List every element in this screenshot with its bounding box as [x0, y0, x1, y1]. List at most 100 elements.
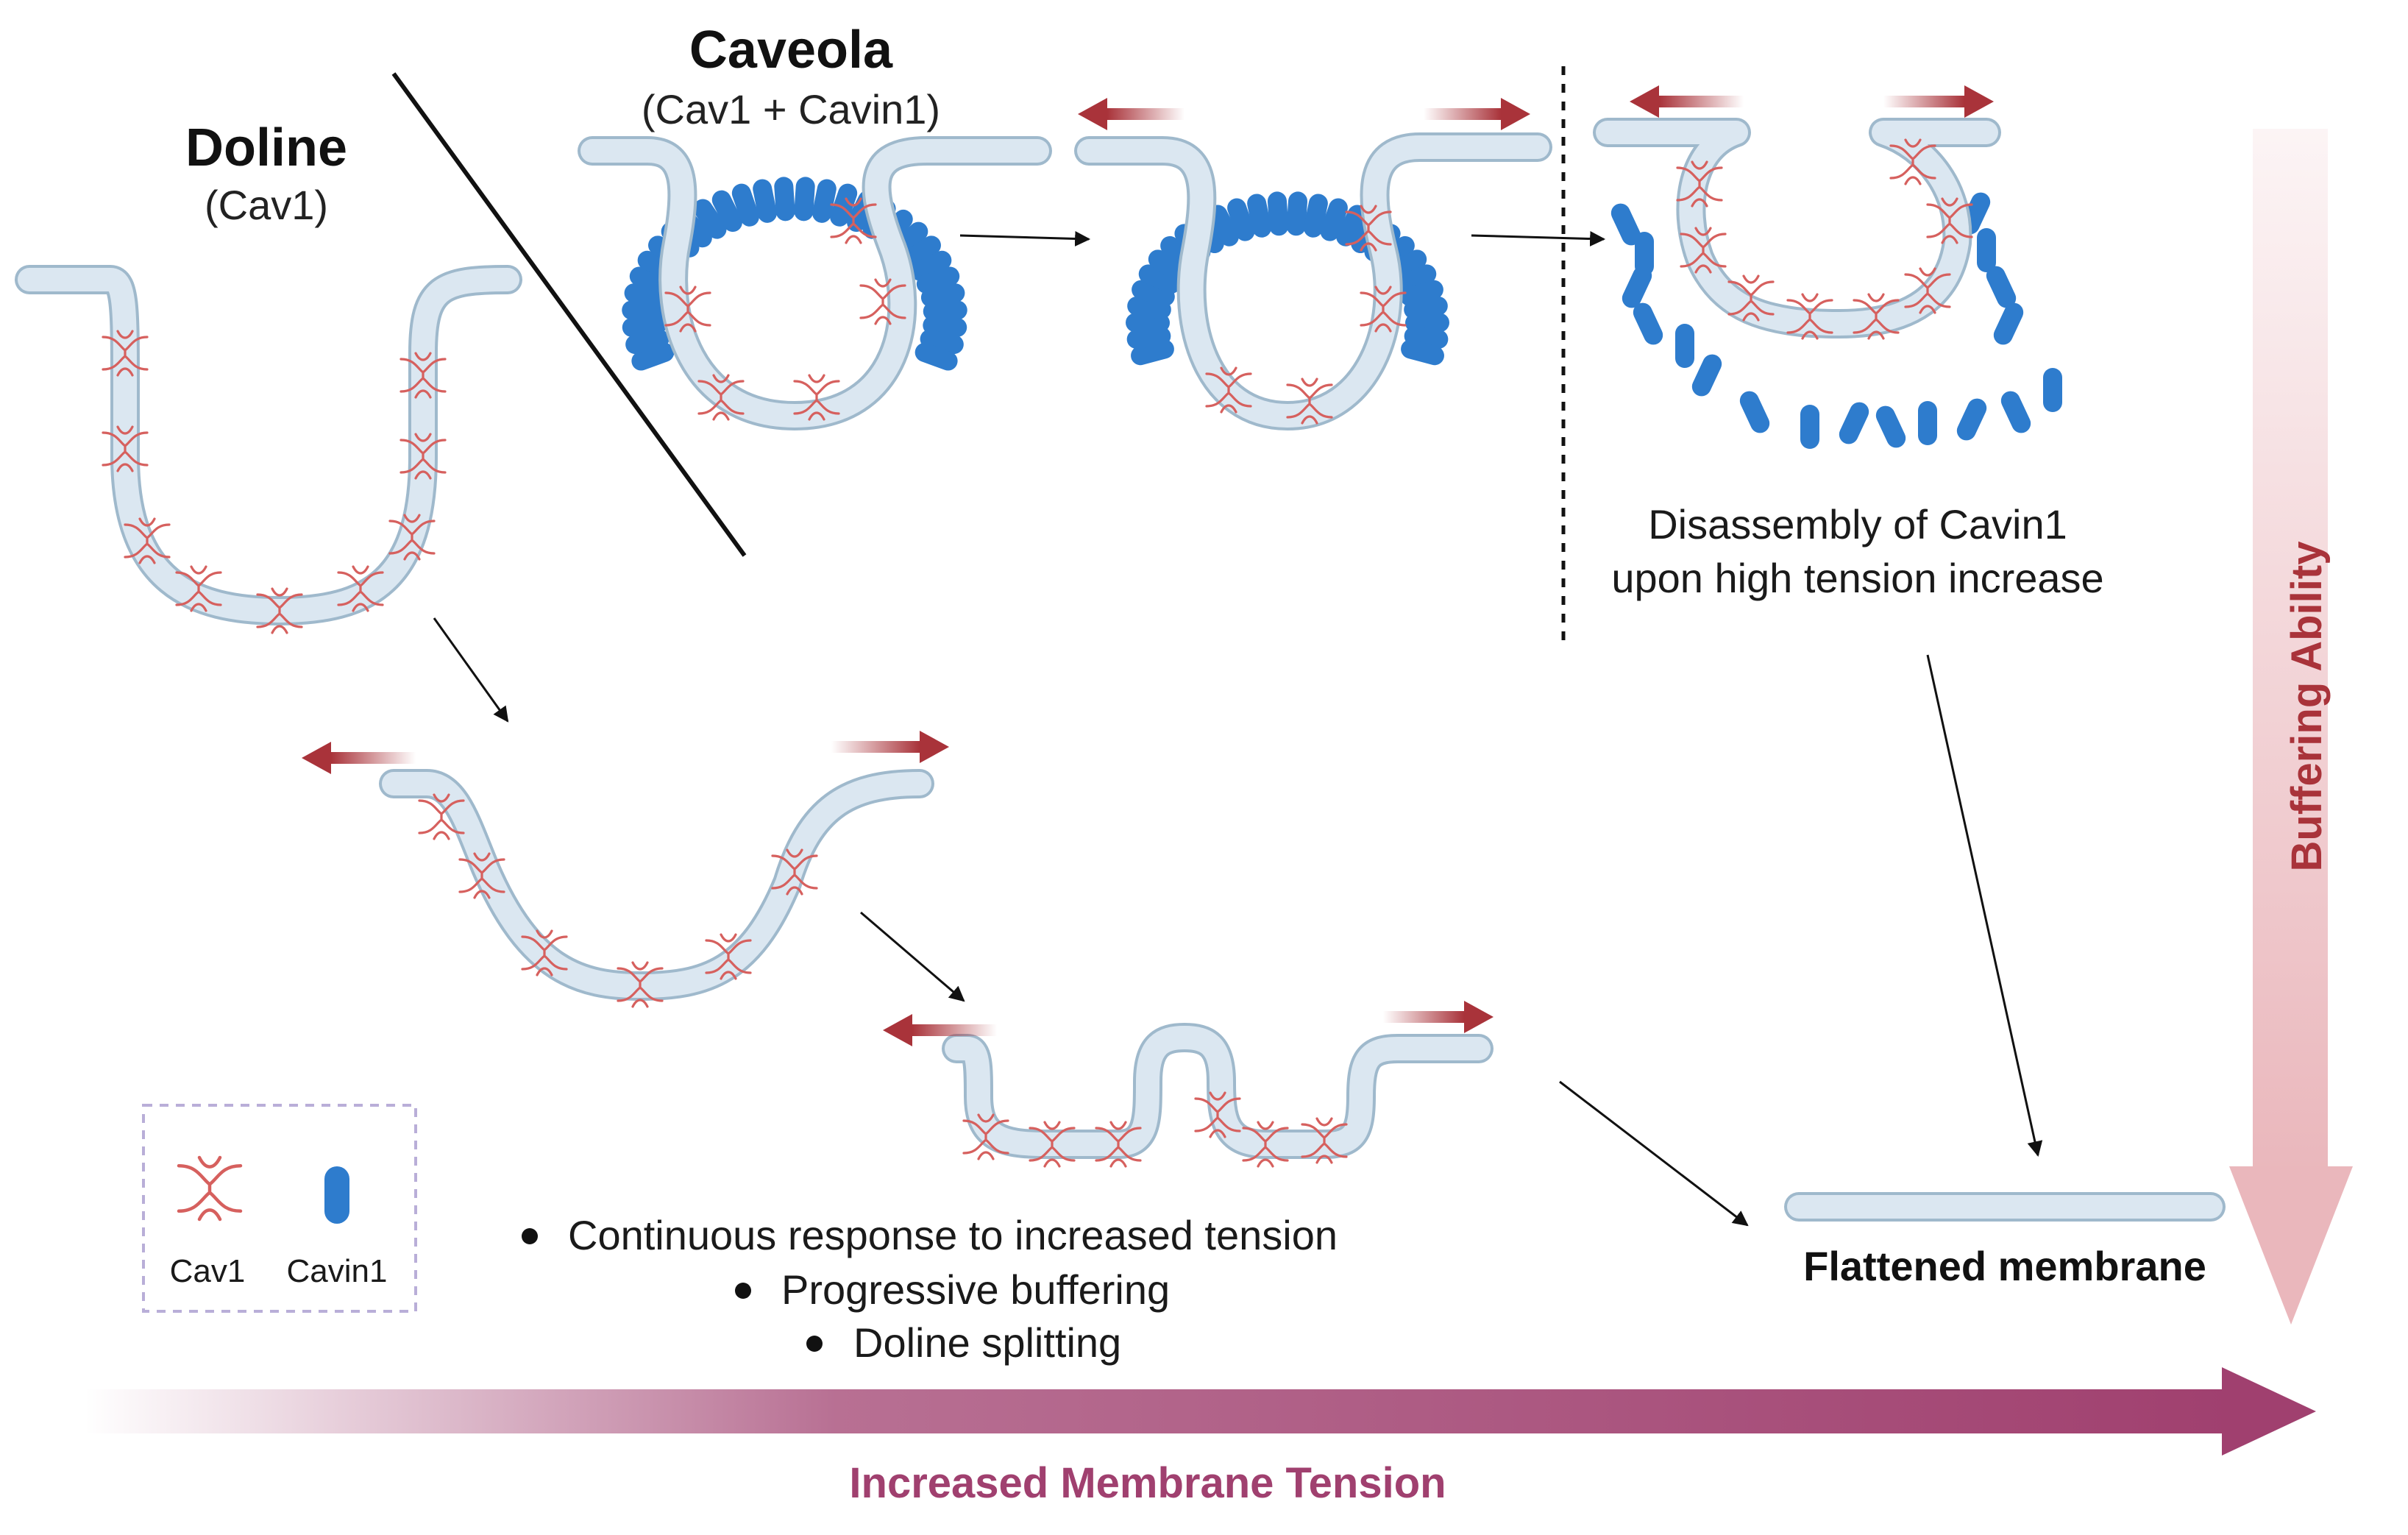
cavin1-protein [1635, 232, 1654, 276]
cav1-protein [1680, 227, 1727, 274]
bullet-3: Doline splitting [853, 1319, 1121, 1366]
cav1-protein [102, 330, 149, 377]
cav1-protein [793, 374, 840, 421]
buffering-ability-axis: Buffering Ability [2229, 129, 2353, 1325]
legend: Cav1 Cavin1 [142, 1104, 417, 1313]
legend-cav1-label: Cav1 [170, 1253, 246, 1289]
cav1-protein [697, 374, 745, 421]
cavin1-protein [774, 177, 795, 221]
cav1-protein [418, 793, 465, 840]
cav1-protein [521, 929, 568, 976]
caveola-subtitle: (Cav1 + Cavin1) [642, 86, 940, 132]
cav1-protein [1904, 267, 1951, 314]
cav1-protein [1242, 1121, 1289, 1168]
cav1-protein [1786, 293, 1833, 340]
bullet-list: Continuous response to increased tension… [522, 1212, 1338, 1366]
cav1-protein [175, 565, 222, 612]
cav1-protein [388, 514, 436, 561]
cavin1-protein [622, 316, 667, 337]
legend-cavin1-icon [324, 1166, 349, 1224]
cavin1-protein [1839, 402, 1869, 444]
disassembly-line2: upon high tension increase [1611, 555, 2103, 601]
cavin1-protein [1286, 191, 1308, 236]
cav1-protein [102, 425, 149, 472]
caveola-intact [578, 136, 1052, 430]
cav1-protein [1205, 366, 1252, 414]
cavin1-protein [1739, 391, 1770, 433]
cavin1-protein [916, 266, 960, 294]
tension-arrows [302, 85, 1994, 1046]
cav1-protein [1926, 197, 1973, 244]
cav1-protein [1029, 1121, 1076, 1168]
cavin1-protein [1138, 264, 1181, 294]
cavin1-protein [1918, 401, 1937, 445]
cav1-protein [859, 278, 906, 325]
legend-cav1-icon [177, 1155, 243, 1222]
cav1-protein [1676, 160, 1723, 208]
doline-deep [15, 265, 522, 634]
bullet-2: Progressive buffering [781, 1266, 1170, 1313]
cavin1-protein [1401, 339, 1444, 366]
caveola-disassembling [1593, 118, 2062, 449]
cavin1-protein [1622, 266, 1652, 308]
membrane-tension-axis: Increased Membrane Tension [85, 1367, 2316, 1507]
tension-arrow [1883, 85, 1994, 118]
cav1-protein [177, 1155, 243, 1222]
cavin1-protein [731, 183, 759, 227]
cavin1-protein [711, 190, 742, 233]
cavin1-protein [794, 177, 815, 221]
bullet-1: Continuous response to increased tension [568, 1212, 1338, 1258]
cavin1-protein [1247, 194, 1272, 238]
cav1-protein [1345, 205, 1392, 252]
cav1-protein [458, 852, 505, 899]
doline-title: Doline [185, 118, 347, 177]
cavin1-protein [812, 179, 837, 223]
membrane-tension-label: Increased Membrane Tension [849, 1459, 1446, 1507]
cavin1-protein [1394, 264, 1437, 294]
cav1-protein [1360, 286, 1407, 333]
tension-arrow [1424, 98, 1530, 130]
cav1-protein [962, 1113, 1009, 1160]
tension-arrow [1383, 1001, 1494, 1033]
cav1-protein [1286, 377, 1333, 425]
tension-arrow [1630, 85, 1744, 118]
disassembly-line1: Disassembly of Cavin1 [1648, 501, 2067, 547]
cavin1-protein [1320, 198, 1348, 241]
cav1-protein [124, 517, 171, 564]
cavin1-protein [1956, 398, 1987, 441]
cav1-protein [1301, 1117, 1348, 1164]
diagonal-divider [391, 72, 747, 557]
flattened-membrane-label: Flattened membrane [1803, 1243, 2206, 1289]
cavin1-protein [1267, 191, 1289, 236]
cav1-protein [399, 352, 447, 399]
cavin1-protein [909, 250, 952, 281]
cavin1-protein [1993, 302, 2024, 345]
cav1-protein [1853, 293, 1900, 340]
cav1-protein [256, 587, 303, 634]
cav1-protein [1727, 274, 1775, 322]
cavin1-protein [1610, 203, 1641, 246]
caveola-stretched [1074, 132, 1552, 430]
cavin1-protein [693, 199, 727, 239]
cavin1-protein [753, 179, 777, 223]
cavin1-protein [1633, 302, 1663, 345]
legend-cavin1-label: Cavin1 [287, 1253, 388, 1289]
cav1-protein [617, 961, 664, 1008]
cavin1-protein [914, 342, 958, 371]
cav1-protein [337, 565, 384, 612]
cavin1-protein [1227, 198, 1255, 241]
caveola-title: Caveola [689, 21, 893, 79]
cav1-protein [771, 848, 818, 896]
tension-arrow [883, 1014, 997, 1046]
cav1-protein [830, 197, 877, 244]
cavin1-protein [2000, 391, 2031, 433]
doline-shallow [379, 769, 934, 1008]
cav1-protein [664, 286, 711, 333]
tension-arrow [831, 731, 949, 763]
cavin1-protein [1208, 205, 1239, 247]
cavin1-protein [1977, 228, 1996, 272]
cav1-protein [1889, 138, 1936, 185]
cav1-protein [705, 933, 752, 980]
tension-arrow [1078, 98, 1185, 130]
